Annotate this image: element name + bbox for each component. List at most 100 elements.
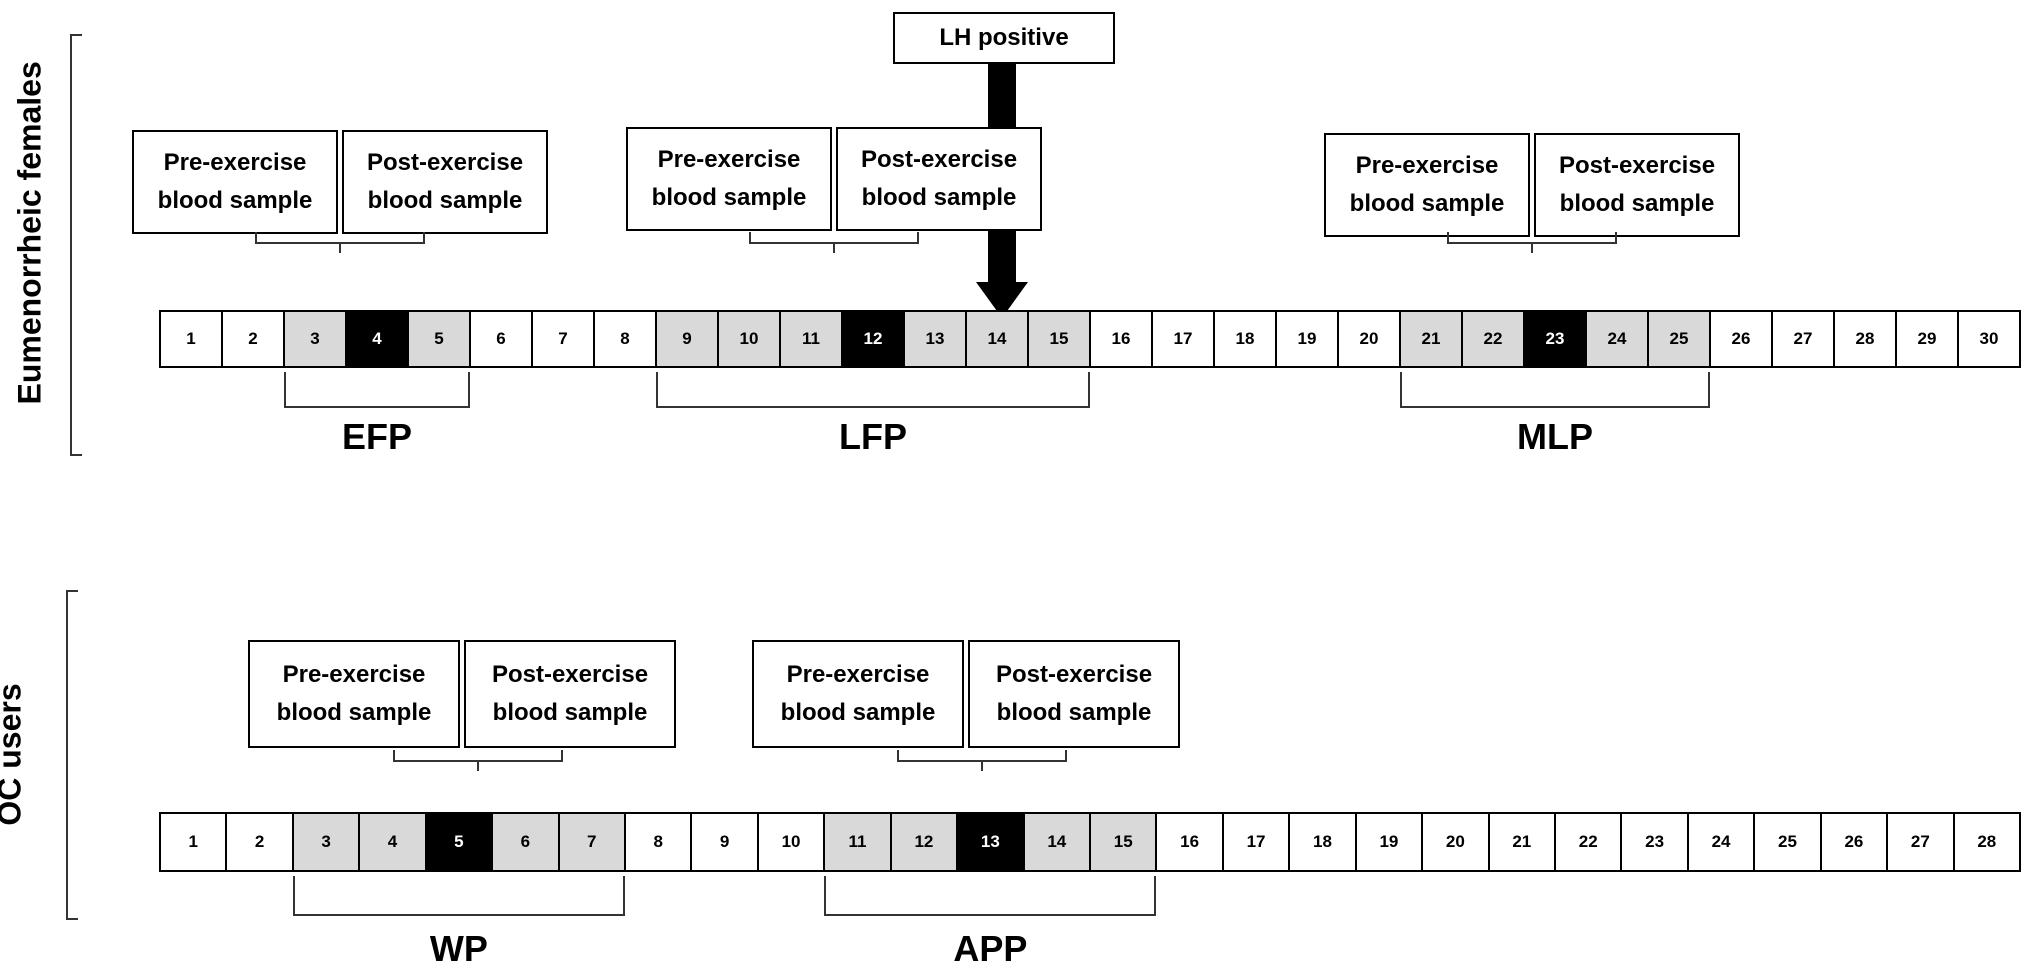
sample-box-line: Pre-exercise [786, 661, 930, 688]
eumenorrheic-group-bracket [70, 34, 82, 456]
eu-lfp-phase-bracket [656, 372, 1090, 408]
oc-app-phase-bracket [824, 876, 1157, 916]
eu-day-cell-12: 12 [841, 310, 905, 368]
oc-group-label: OC users [0, 683, 28, 826]
sample-box-line: blood sample [1559, 190, 1715, 217]
eu-mlp-sample-bracket-tick [1531, 244, 1533, 253]
oc-app-sample-bracket-tick [981, 762, 983, 771]
oc-day-cell-16: 16 [1155, 812, 1224, 872]
oc-day-cell-24: 24 [1686, 812, 1756, 872]
sample-box-line: Post-exercise [491, 661, 649, 688]
oc-day-cell-20: 20 [1421, 812, 1490, 872]
sample-box-line: Post-exercise [366, 149, 524, 176]
eu-day-cell-7: 7 [531, 310, 595, 368]
oc-wp-phase-label: WP [429, 928, 488, 969]
sample-box-line: Post-exercise [1558, 152, 1716, 179]
oc-wp-phase-bracket [292, 876, 625, 916]
oc-day-cell-3: 3 [291, 812, 361, 872]
eu-day-cell-16: 16 [1089, 310, 1153, 368]
eu-efp-phase-bracket [284, 372, 470, 408]
oc-day-cell-19: 19 [1354, 812, 1424, 872]
eu-day-cell-2: 2 [221, 310, 285, 368]
sample-box-line: blood sample [1349, 190, 1505, 217]
sample-box-line: Pre-exercise [163, 149, 307, 176]
eu-day-cell-15: 15 [1027, 310, 1091, 368]
oc-day-cell-26: 26 [1819, 812, 1889, 872]
eumenorrheic-group-label: Eumenorrheic females [11, 61, 48, 405]
eu-efp-sample-bracket [255, 232, 425, 244]
sample-box-line: Pre-exercise [657, 146, 801, 173]
oc-wp-post-exercise-sample-box: Post-exercise blood sample [464, 640, 676, 748]
sample-box-line: Pre-exercise [282, 661, 426, 688]
eu-mlp-post-exercise-sample-box: Post-exercise blood sample [1534, 133, 1740, 237]
oc-day-cell-9: 9 [690, 812, 759, 872]
eu-day-cell-3: 3 [283, 310, 347, 368]
oc-day-cell-18: 18 [1288, 812, 1357, 872]
oc-day-cell-23: 23 [1620, 812, 1689, 872]
eu-lfp-phase-label: LFP [839, 416, 907, 457]
eu-day-cell-17: 17 [1151, 310, 1215, 368]
eu-day-cell-6: 6 [469, 310, 533, 368]
oc-day-cell-15: 15 [1089, 812, 1158, 872]
oc-day-cell-25: 25 [1753, 812, 1822, 872]
oc-wp-sample-bracket [393, 750, 563, 762]
oc-day-cell-10: 10 [756, 812, 826, 872]
eu-mlp-sample-bracket [1447, 232, 1617, 244]
lh-positive-box: LH positive [893, 12, 1115, 64]
eu-day-cell-20: 20 [1337, 310, 1401, 368]
eu-efp-phase-label: EFP [341, 416, 412, 457]
eu-day-cell-22: 22 [1461, 310, 1525, 368]
sample-box-line: blood sample [157, 187, 313, 214]
oc-app-sample-bracket [897, 750, 1067, 762]
oc-day-cell-5: 5 [424, 812, 494, 872]
eu-day-cell-18: 18 [1213, 310, 1277, 368]
oc-day-cell-6: 6 [491, 812, 560, 872]
eu-day-cell-1: 1 [159, 310, 223, 368]
sample-box-line: Post-exercise [860, 146, 1018, 173]
eu-mlp-phase-label: MLP [1517, 416, 1593, 457]
eu-day-cell-10: 10 [717, 310, 781, 368]
eu-day-cell-23: 23 [1523, 310, 1587, 368]
sample-box-line: blood sample [492, 699, 648, 726]
eu-day-cell-11: 11 [779, 310, 843, 368]
eu-day-cell-27: 27 [1771, 310, 1835, 368]
oc-day-cell-28: 28 [1952, 812, 2021, 872]
sample-box-line: blood sample [651, 184, 807, 211]
eu-day-cell-19: 19 [1275, 310, 1339, 368]
sample-box-line: blood sample [861, 184, 1017, 211]
sample-box-line: blood sample [996, 699, 1152, 726]
oc-app-post-exercise-sample-box: Post-exercise blood sample [968, 640, 1180, 748]
oc-day-cell-7: 7 [557, 812, 626, 872]
oc-day-cell-4: 4 [358, 812, 427, 872]
oc-day-cell-14: 14 [1022, 812, 1091, 872]
eu-efp-sample-bracket-tick [339, 244, 341, 253]
oc-day-cell-11: 11 [823, 812, 892, 872]
eu-day-cell-21: 21 [1399, 310, 1463, 368]
eu-efp-pre-exercise-sample-box: Pre-exercise blood sample [132, 130, 338, 234]
eu-day-cell-14: 14 [965, 310, 1029, 368]
oc-day-cell-17: 17 [1221, 812, 1291, 872]
oc-app-phase-label: APP [953, 928, 1028, 969]
oc-day-cell-27: 27 [1886, 812, 1955, 872]
eu-day-cell-29: 29 [1895, 310, 1959, 368]
eu-lfp-sample-bracket [749, 232, 919, 244]
oc-wp-sample-bracket-tick [477, 762, 479, 771]
oc-day-cell-2: 2 [225, 812, 294, 872]
eu-day-cell-25: 25 [1647, 310, 1711, 368]
eu-day-cell-4: 4 [345, 310, 409, 368]
oc-day-cell-13: 13 [956, 812, 1025, 872]
eu-day-cell-28: 28 [1833, 310, 1897, 368]
oc-day-cell-22: 22 [1554, 812, 1623, 872]
eu-day-cell-30: 30 [1957, 310, 2021, 368]
eu-day-cell-13: 13 [903, 310, 967, 368]
oc-group-bracket [66, 590, 78, 920]
eu-lfp-post-exercise-sample-box: Post-exercise blood sample [836, 127, 1042, 231]
eu-day-cell-8: 8 [593, 310, 657, 368]
oc-day-cell-21: 21 [1487, 812, 1556, 872]
oc-day-cell-1: 1 [159, 812, 228, 872]
sample-box-line: Post-exercise [995, 661, 1153, 688]
